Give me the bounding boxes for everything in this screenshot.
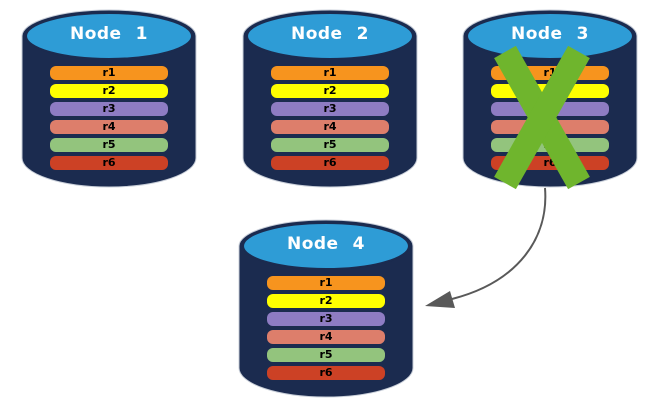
node-1: Node 1 r1 r2 r3 r4 r5 r6 bbox=[19, 6, 199, 190]
record-r1: r1 bbox=[271, 66, 389, 80]
record-r2: r2 bbox=[267, 294, 385, 308]
record-r4: r4 bbox=[50, 120, 168, 134]
node-4: Node 4 r1 r2 r3 r4 r5 r6 bbox=[236, 216, 416, 400]
node-title: Node 4 bbox=[286, 234, 365, 254]
record-r6: r6 bbox=[271, 156, 389, 170]
node-title: Node 1 bbox=[69, 24, 148, 44]
node-title: Node 3 bbox=[510, 24, 589, 44]
record-r5: r5 bbox=[267, 348, 385, 362]
record-r6: r6 bbox=[267, 366, 385, 380]
node-title: Node 2 bbox=[290, 24, 369, 44]
record-r2: r2 bbox=[50, 84, 168, 98]
record-r5: r5 bbox=[271, 138, 389, 152]
failure-x-icon bbox=[494, 46, 590, 190]
record-r3: r3 bbox=[271, 102, 389, 116]
node-3: Node 3 r1 r2 r3 r4 r5 r6 bbox=[460, 6, 640, 190]
record-r1: r1 bbox=[267, 276, 385, 290]
record-r3: r3 bbox=[50, 102, 168, 116]
record-r4: r4 bbox=[267, 330, 385, 344]
failover-arrow bbox=[425, 187, 547, 308]
record-r6: r6 bbox=[50, 156, 168, 170]
record-r1: r1 bbox=[50, 66, 168, 80]
record-r3: r3 bbox=[267, 312, 385, 326]
record-r2: r2 bbox=[271, 84, 389, 98]
node-2: Node 2 r1 r2 r3 r4 r5 r6 bbox=[240, 6, 420, 190]
record-r5: r5 bbox=[50, 138, 168, 152]
record-r4: r4 bbox=[271, 120, 389, 134]
